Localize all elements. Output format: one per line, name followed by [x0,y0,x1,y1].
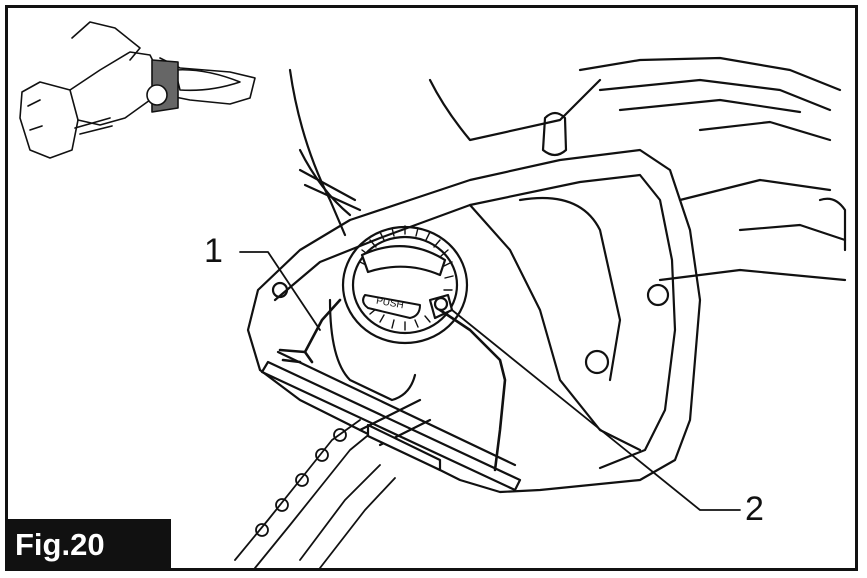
saw-chain [234,419,396,569]
blade-cover [246,148,702,494]
figure-label: Fig.20 [5,519,171,571]
push-dial: PUSH [328,225,469,402]
inset-tool-thumbnail [19,21,256,159]
callout-1: 1 [204,232,223,270]
leader-lines [239,251,741,511]
push-label: PUSH [375,296,404,312]
callout-2: 2 [745,490,764,528]
lever-arm [438,308,507,472]
base-slot [260,350,522,492]
saw-body-housing [288,56,847,282]
